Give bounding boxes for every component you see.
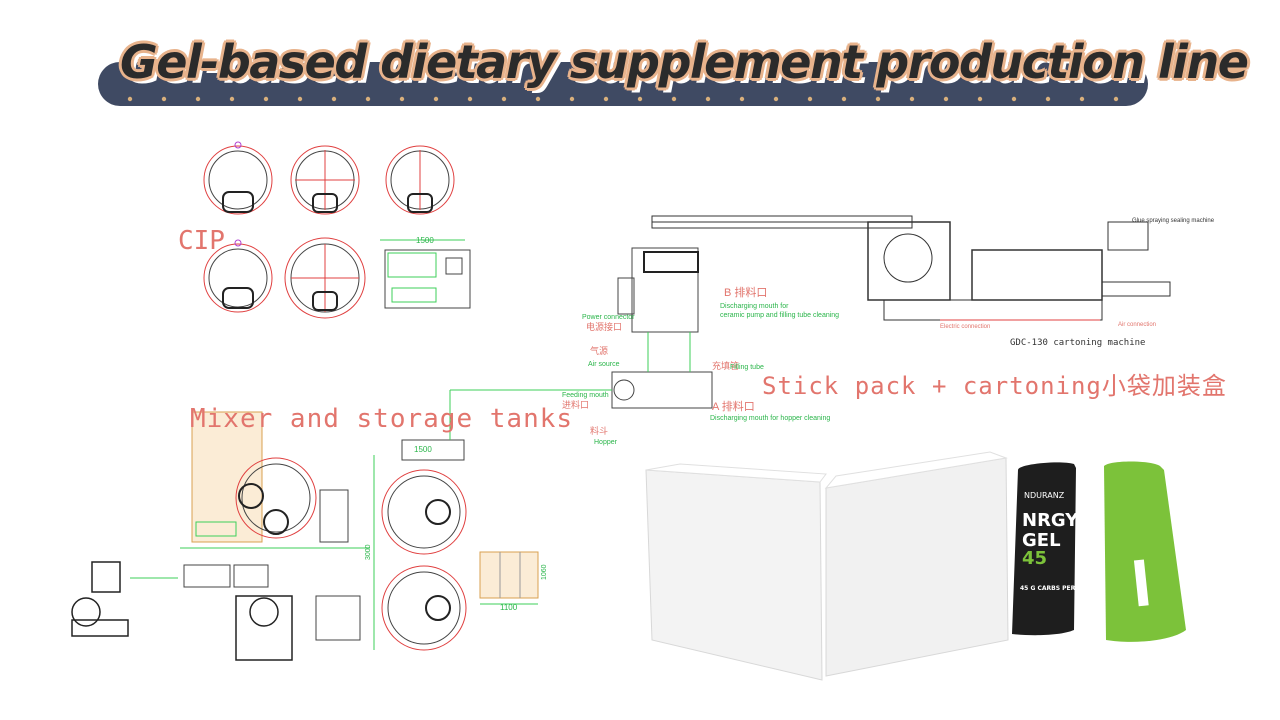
label-air-source: Air source — [588, 361, 620, 368]
banner-dot — [977, 96, 983, 102]
pump-unit — [235, 595, 293, 661]
banner-dot — [365, 96, 371, 102]
gel-pouch-black: NDURANZ NRGY GEL 45 45 G CARBS PER GEL — [1012, 462, 1090, 636]
label-air-source-cn: 气源 — [590, 345, 608, 356]
storage-tank — [381, 565, 467, 651]
label-hopper-cn: 料斗 — [590, 425, 608, 436]
banner-dot — [773, 96, 779, 102]
banner-dot — [569, 96, 575, 102]
gel-number: 45 — [1022, 548, 1047, 569]
label-feeding-mouth: Feeding mouth — [562, 392, 609, 399]
section-label-cip: CIP — [178, 226, 225, 256]
pallet — [479, 551, 539, 605]
banner-dot — [1045, 96, 1051, 102]
banner-dot — [841, 96, 847, 102]
equipment-box — [315, 595, 361, 641]
banner-dot — [195, 96, 201, 102]
label-electric-connection: Electric connection — [940, 324, 990, 330]
banner-dot — [603, 96, 609, 102]
label-filling-tube: Filling tube — [730, 364, 764, 371]
cip-tank — [284, 237, 366, 319]
label-power-connector: Power connector — [582, 314, 635, 321]
banner-dot — [399, 96, 405, 102]
title-banner — [98, 62, 1148, 106]
section-label-stick-pack: Stick pack + cartoning小袋加装盒 — [762, 372, 1227, 400]
banner-dot — [1011, 96, 1017, 102]
label-hopper: Hopper — [594, 439, 618, 446]
banner-dot — [467, 96, 473, 102]
dim-label-pallet-h: 1060 — [541, 564, 548, 580]
banner-dot — [331, 96, 337, 102]
storage-tank — [373, 439, 467, 650]
cip-tank — [203, 239, 273, 313]
banner-dot — [875, 96, 881, 102]
banner-dot — [1079, 96, 1085, 102]
banner-dot — [501, 96, 507, 102]
mixer-platform — [180, 411, 370, 549]
gel-line1: NRGY — [1022, 510, 1079, 531]
banner-dot — [297, 96, 303, 102]
cip-tank — [385, 145, 455, 215]
banner-dot — [705, 96, 711, 102]
pump-unit — [71, 561, 178, 637]
gel-brand: NDURANZ — [1024, 491, 1065, 500]
cip-tank — [290, 145, 360, 215]
dim-label-tank-h: 3000 — [365, 544, 372, 560]
banner-dot — [637, 96, 643, 102]
label-a-cn: A 排料口 — [712, 399, 755, 413]
cartoning-machine-name: GDC-130 cartoning machine — [1010, 338, 1145, 348]
equipment-box — [233, 564, 269, 588]
gel-line2: GEL — [1022, 530, 1061, 551]
banner-dot — [535, 96, 541, 102]
dim-label-pallet: 1100 — [500, 603, 518, 612]
dim-label-mixer: 1500 — [414, 445, 432, 454]
banner-dot — [161, 96, 167, 102]
banner-dot — [909, 96, 915, 102]
carton-box — [645, 463, 827, 681]
section-label-mixer: Mixer and storage tanks — [190, 404, 574, 434]
equipment-box — [183, 564, 231, 588]
banner-dot — [433, 96, 439, 102]
label-feeding-mouth-cn: 进料口 — [562, 399, 589, 410]
banner-dot — [739, 96, 745, 102]
cip-tank — [203, 141, 273, 215]
label-b-en-1: Discharging mouth for — [720, 303, 789, 310]
banner-dots — [127, 96, 1119, 102]
label-air-connection: Air connection — [1118, 322, 1156, 328]
banner-dot — [671, 96, 677, 102]
page-title: Gel-based dietary supplement production … — [120, 35, 1249, 89]
label-a-en: Discharging mouth for hopper cleaning — [710, 415, 830, 422]
gel-pouch-green — [1104, 461, 1186, 642]
label-glue-machine: Glue spraying sealing machine — [1132, 218, 1215, 224]
banner-dot — [1113, 96, 1119, 102]
banner-dot — [943, 96, 949, 102]
gel-carbs: 45 G CARBS PER GEL — [1020, 585, 1090, 592]
label-filling-tube-cn: 充填管 — [712, 360, 739, 371]
carton-box — [824, 451, 1009, 677]
dim-label-cip: 1500 — [416, 236, 434, 245]
banner-dot — [127, 96, 133, 102]
label-power-connector-cn: 电源接口 — [586, 321, 622, 332]
label-b-cn: B 排料口 — [724, 285, 767, 299]
banner-dot — [263, 96, 269, 102]
banner-dot — [229, 96, 235, 102]
stick-pack-machine — [449, 247, 713, 440]
cip-control-cabinet — [380, 239, 471, 309]
label-b-en-2: ceramic pump and filling tube cleaning — [720, 312, 839, 319]
cartoning-machine — [867, 221, 1171, 321]
banner-dot — [807, 96, 813, 102]
